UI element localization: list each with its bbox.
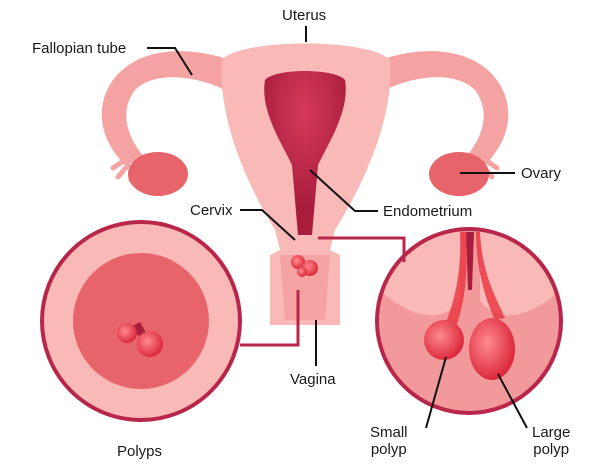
label-large-polyp-line2: polyp xyxy=(533,441,570,458)
label-cervix: Cervix xyxy=(190,202,233,219)
label-uterus: Uterus xyxy=(282,7,327,24)
label-endometrium: Endometrium xyxy=(383,203,473,220)
label-small-polyp-line1: Small xyxy=(370,424,408,441)
endometrium xyxy=(264,71,346,235)
label-large-polyp: Large polyp xyxy=(532,424,570,458)
connector-right xyxy=(318,236,406,262)
leader-lines xyxy=(147,26,528,429)
ovary-left xyxy=(128,152,188,196)
fallopian-tube-left xyxy=(101,51,235,166)
label-small-polyp: Small polyp xyxy=(370,424,408,458)
fallopian-tube-right xyxy=(375,51,509,166)
polyps-closeup-right xyxy=(377,229,561,413)
label-vagina: Vagina xyxy=(290,371,336,388)
ovary-right xyxy=(429,152,489,196)
label-fallopian-tube: Fallopian tube xyxy=(32,40,127,57)
label-ovary: Ovary xyxy=(521,165,562,182)
label-small-polyp-line2: polyp xyxy=(370,441,407,458)
label-polyps: Polyps xyxy=(117,443,163,460)
label-large-polyp-line1: Large xyxy=(532,424,571,441)
connector-left xyxy=(240,290,300,347)
